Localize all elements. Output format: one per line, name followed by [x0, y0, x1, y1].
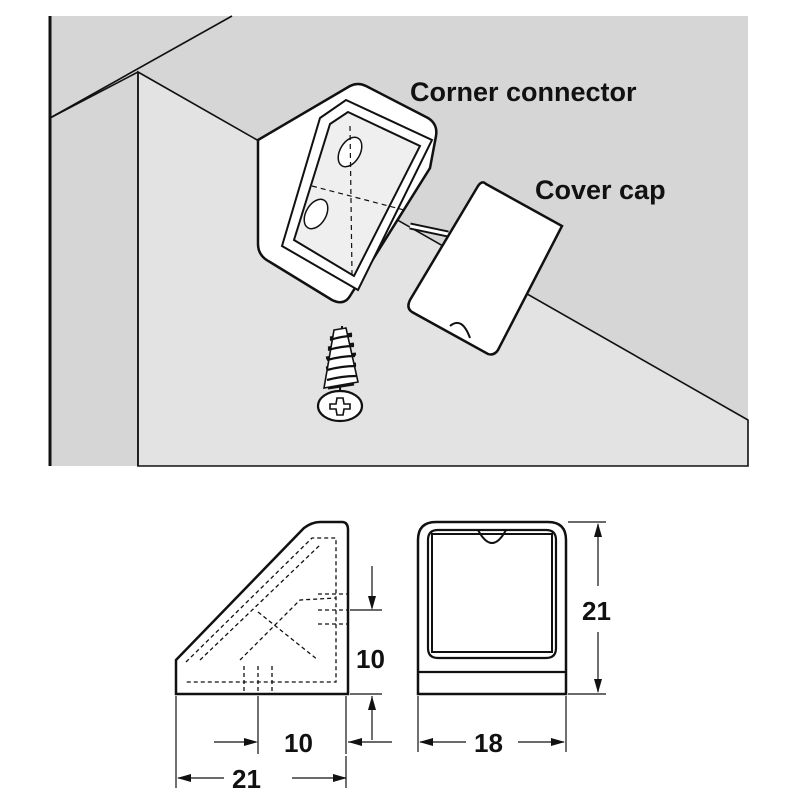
front-view-drawing: 21 18 [416, 520, 611, 758]
dimension-side-height: 10 [356, 644, 385, 674]
cover-cap-part [407, 181, 564, 356]
screw-part [316, 325, 364, 423]
cover-cap-label: Cover cap [535, 175, 666, 205]
dimension-side-depth: 10 [284, 728, 313, 758]
dimension-front-height: 21 [582, 596, 611, 626]
dimension-front-width: 18 [474, 728, 503, 758]
cabinet-top-edge [49, 15, 233, 119]
corner-connector-label: Corner connector [410, 77, 637, 107]
cabinet-inner-edge [49, 71, 139, 119]
installation-scene: Corner connector Cover cap [48, 15, 749, 467]
corner-connector-part [256, 82, 438, 304]
side-view-drawing: 10 10 21 [174, 520, 392, 794]
dimension-side-width: 21 [232, 764, 261, 794]
